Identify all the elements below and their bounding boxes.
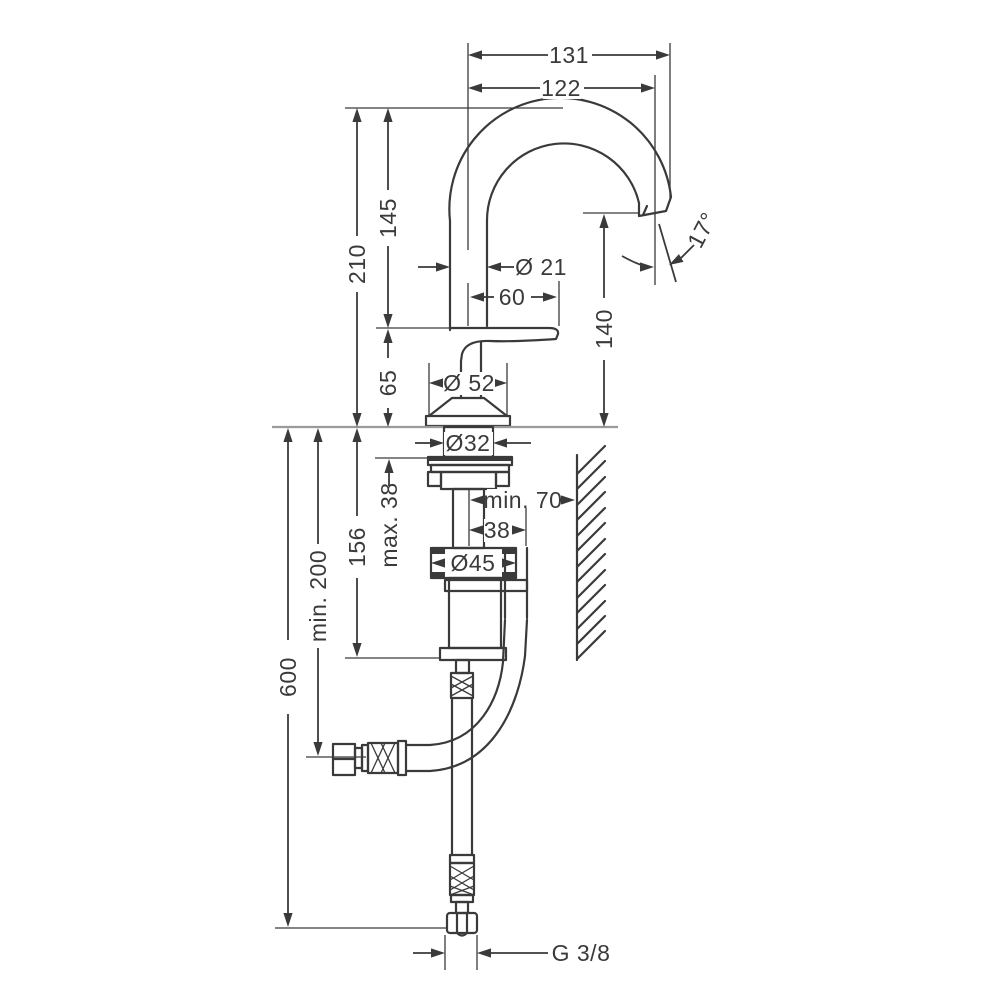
dim-depth-below-deck-label: 156: [344, 527, 370, 567]
dim-width-overall-label: 131: [549, 42, 589, 68]
faucet-base: [424, 396, 512, 428]
dimension-width-spout: 122: [468, 75, 656, 285]
dimension-spout-pipe-diameter: Ø 21: [418, 254, 570, 280]
dim-hose-offset-label: 38: [484, 517, 511, 543]
dimension-hose-length: 600: [275, 428, 447, 929]
dimension-width-overall: 131: [468, 42, 671, 198]
dim-height-total-label: 210: [344, 244, 370, 284]
faucet-spout: [448, 43, 673, 332]
dim-max-deck-thickness-label: max. 38: [376, 482, 402, 567]
dim-outlet-angle-label: 17°: [682, 208, 722, 252]
dimension-height-total: 210: [344, 107, 563, 427]
dim-thread-label: G 3/8: [552, 940, 611, 966]
dimension-height-spout: 145: [375, 108, 450, 329]
dim-spout-pipe-diameter-label: Ø 21: [515, 254, 567, 280]
dim-base-diameter-label: Ø 52: [443, 370, 495, 396]
dimension-valve-diameter: Ø45: [431, 550, 516, 576]
dimension-hose-offset: 38: [469, 508, 527, 546]
dim-valve-diameter-label: Ø45: [451, 550, 496, 576]
dimension-shank-diameter: Ø32: [415, 430, 531, 456]
dim-width-spout-label: 122: [541, 75, 581, 101]
dimension-outlet-height: 140: [583, 212, 638, 427]
dimension-depth-below-deck: 156: [344, 428, 440, 659]
dimension-handle-length: 60: [470, 281, 560, 326]
dim-hose-length-label: 600: [275, 657, 301, 697]
dimension-base-diameter: Ø 52: [428, 363, 508, 416]
side-outlet-pipe: [443, 578, 529, 593]
dimension-max-deck-thickness: max. 38: [375, 457, 444, 568]
dimension-outlet-angle: 17°: [621, 208, 722, 283]
dim-height-body-label: 65: [375, 370, 401, 397]
mounting-lug-right: [494, 470, 511, 488]
dim-min-depth-clearance-label: min. 200: [305, 550, 331, 642]
hose-straight: [450, 696, 474, 857]
dim-height-spout-label: 145: [375, 198, 401, 238]
lower-flange: [438, 646, 508, 662]
dimensions: 131 122 210: [275, 42, 722, 970]
hose-braided-fitting-top: [449, 671, 475, 700]
dimension-height-body: 65: [375, 329, 401, 427]
wall-hatch: [575, 444, 607, 662]
hose-curved: [404, 618, 507, 747]
mounting-lug-left: [426, 470, 443, 488]
dim-outlet-height-label: 140: [591, 309, 617, 349]
dimension-min-depth-clearance: min. 200: [305, 428, 366, 758]
supply-hoses: [331, 618, 529, 937]
dim-shank-diameter-label: Ø32: [446, 430, 491, 456]
dimension-min-wall-clearance: min. 70: [470, 487, 575, 513]
dimension-thread: G 3/8: [413, 935, 614, 970]
dim-min-wall-clearance-label: min. 70: [484, 487, 563, 513]
hose-nut-g38: [445, 911, 479, 935]
dim-handle-length-label: 60: [499, 284, 526, 310]
lower-body: [447, 576, 503, 650]
